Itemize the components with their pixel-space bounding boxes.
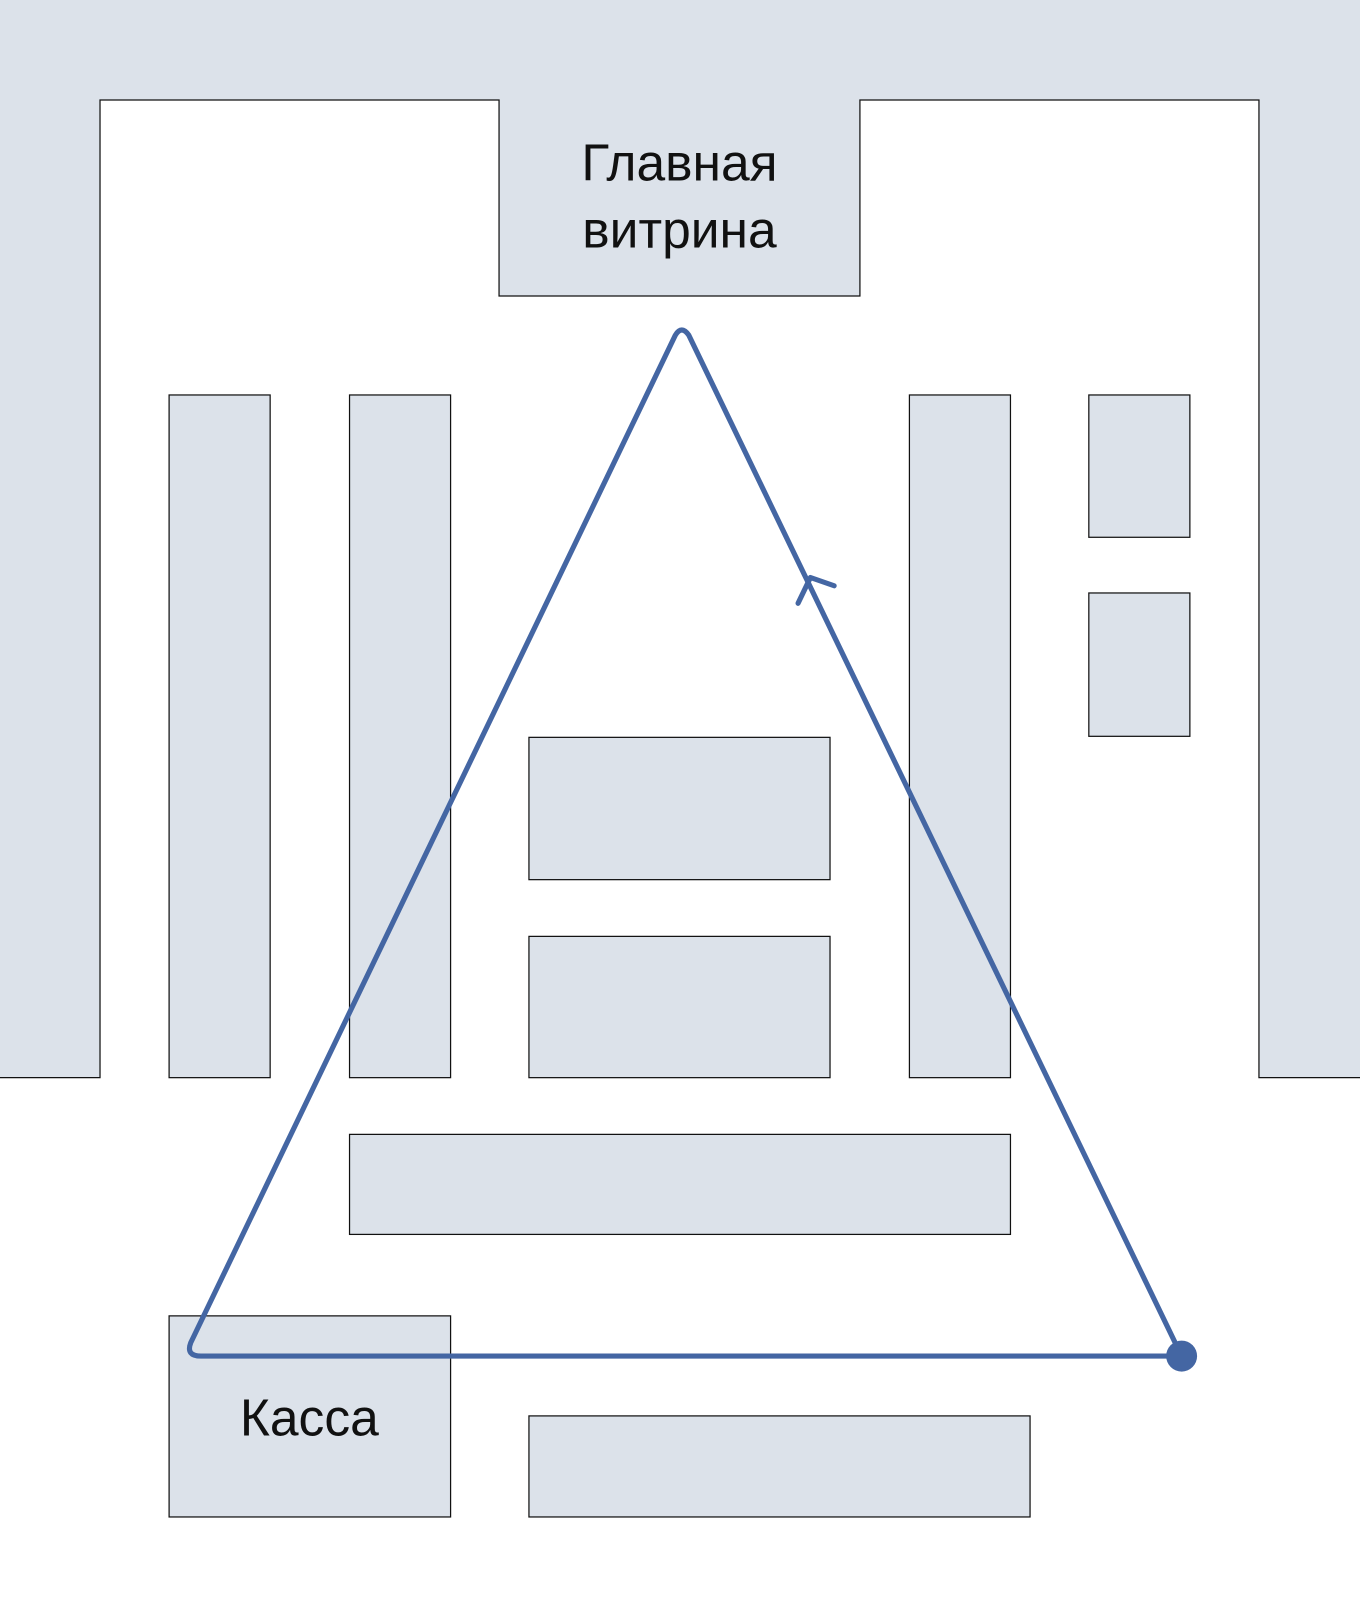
center-table-1 [528,736,831,881]
shelf-right-small-1 [1088,394,1191,538]
route-path [186,327,1185,1359]
shelf-right-small-2 [1088,592,1191,737]
wall-outline-left [0,99,1360,1079]
route-start-point-icon [1166,1340,1198,1372]
center-table-2 [528,935,831,1079]
route-direction-arrow-icon [795,574,837,606]
wall-right [1258,0,1360,1078]
shelf-left-1 [168,394,271,1079]
main-showcase-label-line1: Главная [581,133,777,191]
checkout-label: Касса [240,1388,379,1446]
fixtures [168,394,1191,1518]
walls [0,0,1360,1079]
bottom-shelf [528,1415,1031,1518]
main-showcase-area [499,0,860,296]
checkout-counter [168,1315,452,1518]
bottom-counter [348,1133,1012,1236]
customer-route [186,327,1198,1372]
shelf-left-2 [348,394,452,1079]
main-showcase-label-line2: витрина [582,200,777,258]
wall-left [0,0,101,1078]
